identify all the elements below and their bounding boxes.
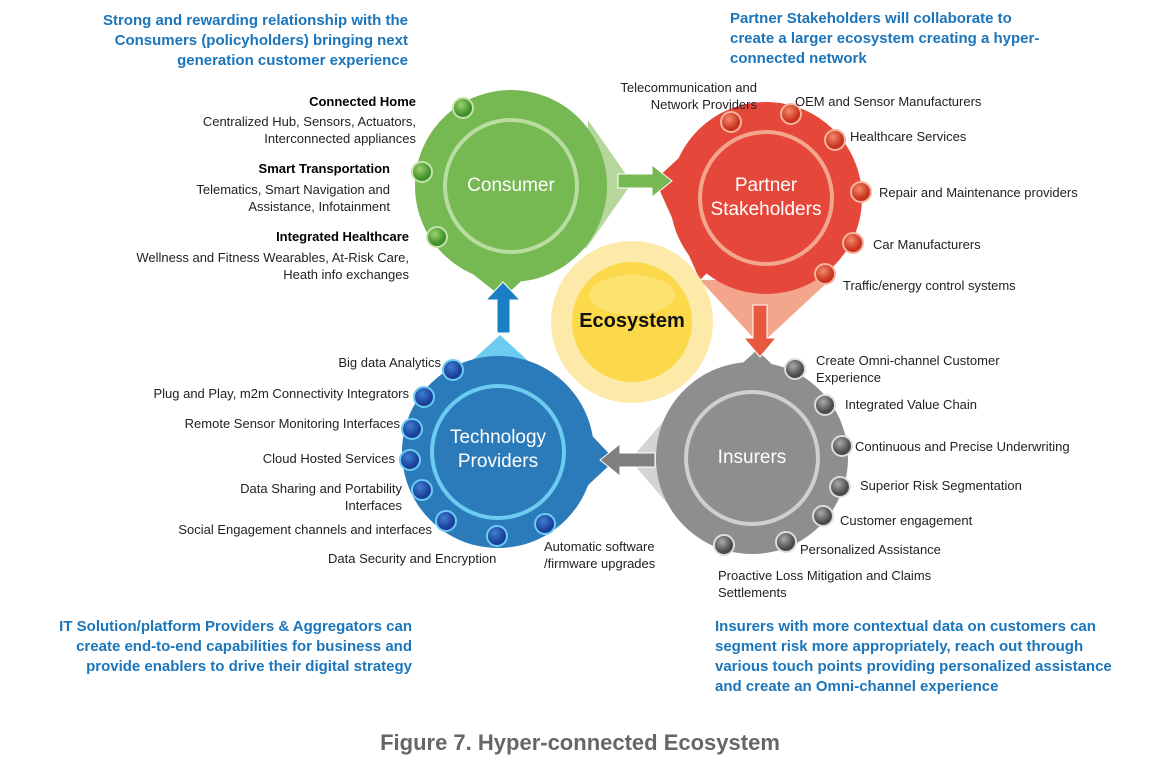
arrow-down-icon [742, 304, 778, 358]
tech-item: Big data Analytics [338, 355, 441, 370]
partner-item: Telecommunication and Network Providers [620, 80, 757, 112]
tech-item: Social Engagement channels and interface… [178, 522, 432, 537]
insurer-item: Integrated Value Chain [845, 397, 978, 412]
figure-caption: Figure 7. Hyper-connected Ecosystem [380, 730, 780, 755]
consumer-title: Consumer [467, 175, 555, 196]
insurers-shape [630, 350, 848, 554]
technology-shape [402, 335, 615, 548]
insurer-item: Continuous and Precise Underwriting [855, 439, 1070, 454]
ecosystem-label: Ecosystem [579, 310, 685, 332]
partner-heading: Partner Stakeholders will collaborate to… [730, 10, 1040, 67]
tech-heading: IT Solution/platform Providers & Aggrega… [59, 618, 412, 675]
tech-item: Cloud Hosted Services [262, 451, 395, 466]
consumer-dots [411, 97, 474, 248]
partner-item: OEM and Sensor Manufacturers [795, 94, 982, 109]
tech-dots [399, 359, 556, 547]
insurer-item: Superior Risk Segmentation [860, 478, 1022, 493]
tech-item: Remote Sensor Monitoring Interfaces [184, 416, 400, 431]
partner-item: Car Manufacturers [873, 237, 981, 252]
consumer-item-title: Smart Transportation [258, 161, 390, 176]
consumer-shape [415, 90, 632, 298]
consumer-item-title: Connected Home [309, 94, 416, 109]
tech-item: Data Security and Encryption [328, 551, 497, 566]
arrow-left-icon [599, 442, 656, 478]
insurer-dots [713, 358, 853, 556]
tech-item: Data Sharing and Portability Interfaces [240, 481, 402, 513]
consumer-item-desc: Wellness and Fitness Wearables, At-Risk … [136, 250, 409, 282]
consumer-item-desc: Centralized Hub, Sensors, Actuators, Int… [202, 114, 416, 146]
insurer-item: Customer engagement [840, 513, 973, 528]
tech-item: Plug and Play, m2m Connectivity Integrat… [153, 386, 409, 401]
arrow-up-icon [484, 281, 522, 334]
partner-item: Traffic/energy control systems [843, 278, 1016, 293]
tech-item: Automatic software /firmware upgrades [544, 539, 656, 571]
insurer-item: Personalized Assistance [800, 542, 941, 557]
insurer-item: Create Omni-channel Customer Experience [816, 353, 1000, 385]
partner-dots [720, 103, 872, 285]
consumer-heading: Strong and rewarding relationship with t… [102, 12, 408, 69]
insurer-heading: Insurers with more contextual data on cu… [715, 618, 1112, 695]
consumer-item-title: Integrated Healthcare [276, 229, 409, 244]
insurer-item: Proactive Loss Mitigation and Claims Set… [718, 568, 932, 600]
technology-title: Technology Providers [449, 427, 547, 472]
insurers-title: Insurers [717, 447, 787, 468]
partner-item: Healthcare Services [850, 129, 967, 144]
arrow-right-icon [617, 163, 673, 199]
partner-title: Partner Stakeholders [710, 175, 822, 220]
consumer-item-desc: Telematics, Smart Navigation and Assista… [196, 182, 390, 214]
partner-item: Repair and Maintenance providers [879, 185, 1078, 200]
